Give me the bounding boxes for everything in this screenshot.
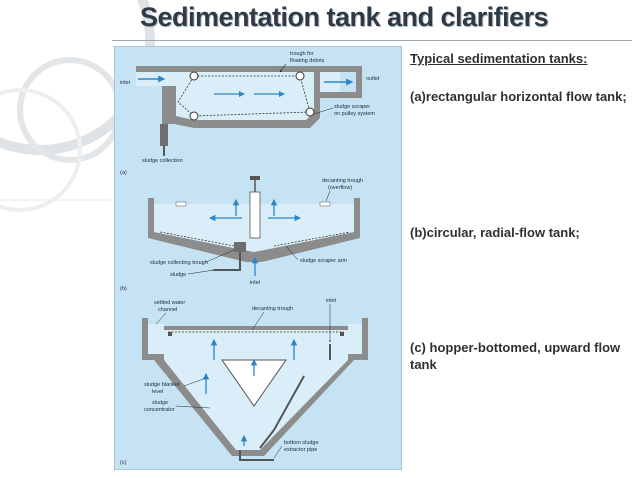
tank-b-sludge-hopper: [234, 242, 246, 252]
title-divider: [112, 40, 632, 41]
label-inlet-c: inlet: [326, 298, 337, 304]
tank-a-water: [176, 72, 314, 120]
label-trough-line-1: trough for: [290, 51, 314, 57]
label-scraper-arm: sludge scraper arm: [300, 258, 347, 264]
label-tag-a: (a): [120, 170, 127, 176]
caption-c: (c) hopper-bottomed, upward flow tank: [410, 340, 621, 372]
captions-heading: Typical sedimentation tanks:: [410, 51, 588, 66]
label-decanting-line-2: (overflow): [328, 185, 352, 191]
label-blanket-line-1: sludge blanket: [144, 382, 180, 388]
label-extractor-line-2: extractor pipe: [284, 447, 317, 453]
tank-diagrams-figure: trough for floating debris inlet outlet …: [114, 46, 402, 470]
label-inlet-a: inlet: [120, 80, 131, 86]
label-settled-line-2: channel: [158, 307, 177, 313]
label-tag-c: (c): [120, 460, 127, 466]
diagram-c-hopper-tank: settled water channel decanting trough i…: [120, 298, 368, 466]
caption-a: (a)rectangular horizontal flow tank;: [410, 89, 627, 104]
diagram-b-circular-tank: decanting trough (overflow) sludge colle…: [120, 176, 363, 292]
tank-c-settled-channel: [148, 324, 164, 354]
label-collecting-trough: sludge collecting trough: [150, 260, 208, 266]
label-sludge-collection: sludge collection: [142, 158, 183, 164]
tank-a-top-wall: [136, 66, 356, 72]
tank-b-central-column: [249, 191, 261, 239]
label-scraper-line-2: on pulley system: [334, 111, 375, 117]
label-tag-b: (b): [120, 286, 127, 292]
pulley-wheel: [295, 71, 305, 81]
tank-c-extractor-pipe: [239, 450, 274, 461]
label-outlet-a: outlet: [366, 76, 380, 82]
label-extractor-line-1: bottom sludge: [284, 440, 319, 446]
pulley-wheel: [189, 71, 199, 81]
tank-a-sludge-pit: [160, 124, 168, 146]
tank-c-inlet-pipe: [259, 375, 305, 449]
pulley-wheel: [305, 107, 315, 117]
label-decanting-line-1: decanting trough: [322, 178, 363, 184]
slide-title: Sedimentation tank and clarifiers: [140, 2, 549, 32]
diagram-a-rectangular-tank: trough for floating debris inlet outlet …: [120, 51, 380, 176]
label-trough-line-2: floating debris: [290, 58, 324, 64]
label-scraper-line-1: sludge scraper: [334, 104, 370, 110]
label-decanting-c: decanting trough: [252, 306, 293, 312]
tank-a-scraper-chain: [177, 75, 311, 117]
label-sludge-b: sludge: [170, 272, 186, 278]
label-concentrator-line-1: sludge: [152, 400, 168, 406]
tank-b-walls: [148, 198, 360, 262]
label-settled-line-1: settled water: [154, 300, 185, 306]
label-inlet-b: inlet: [250, 280, 261, 286]
caption-b: (b)circular, radial-flow tank;: [410, 225, 580, 240]
label-concentrator-line-2: concentrator: [144, 407, 175, 413]
label-blanket-line-2: level: [152, 389, 163, 395]
pulley-wheel: [189, 111, 199, 121]
